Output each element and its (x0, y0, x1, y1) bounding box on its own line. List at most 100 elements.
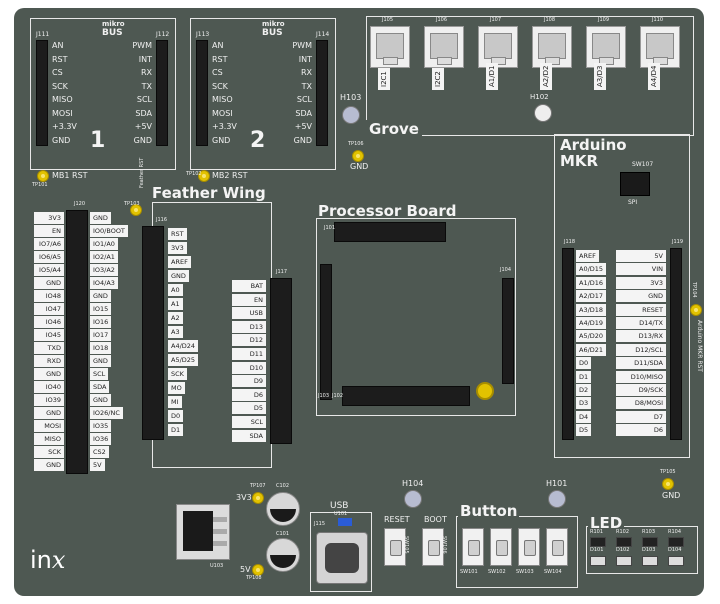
j117-ref: J117 (276, 269, 288, 275)
grove-connector-2[interactable] (478, 26, 518, 68)
mb2-left-label-2: CS (212, 68, 223, 77)
h104-label: H104 (402, 479, 424, 488)
j120-right-label-12: SCL (90, 368, 109, 380)
j117-label-7: D9 (232, 375, 266, 388)
j118-label-6: A5/D20 (576, 330, 607, 343)
mb1-right-label-7: GND (133, 135, 152, 145)
feather-rst-testpoint[interactable] (130, 204, 142, 216)
mb2-left-label-5: MOSI (212, 108, 233, 118)
j120-left-label-1: EN (34, 225, 64, 237)
led-1 (590, 556, 606, 566)
mb2-left-label-4: MISO (212, 95, 233, 104)
mb1-right-label-0: PWM (132, 41, 152, 50)
j118-label-8: D0 (576, 357, 592, 370)
reset-label: RESET (384, 515, 410, 524)
gnd-testpoint-tp105[interactable] (662, 478, 674, 490)
j120-left-label-16: MOSI (34, 420, 64, 432)
reset-button[interactable] (384, 528, 406, 566)
grove-connector-5[interactable] (640, 26, 680, 68)
j120-left-label-10: TXD (34, 342, 64, 354)
resistor-ref-0: R101 (590, 529, 604, 535)
j120-left-label-4: IO5/A4 (34, 264, 64, 276)
j119-label-7: D12/SCL (616, 343, 666, 356)
user-button-1[interactable] (462, 528, 484, 566)
j117-label-0: BAT (232, 280, 266, 292)
tp105-gnd-label: GND (662, 491, 681, 500)
button-ref-1: SW102 (488, 569, 506, 575)
j103-ref: J103 (318, 393, 330, 399)
j116-label-14: D1 (168, 424, 184, 436)
button-ref-3: SW104 (544, 569, 562, 575)
arduino-mkr-title-1: Arduino (558, 136, 629, 154)
led-ref-3: D104 (668, 547, 682, 553)
tp105-label: TP105 (660, 469, 676, 475)
grove-connector-3[interactable] (532, 26, 572, 68)
spi-label: SPI (628, 199, 638, 206)
sw107-ref: SW107 (632, 161, 654, 168)
tp106-gnd-label: GND (350, 162, 369, 171)
j120-left-label-15: GND (34, 407, 64, 419)
j119-label-13: D6 (616, 424, 666, 437)
grove-label-3: A2/D2 (540, 62, 552, 90)
processor-board-title: Processor Board (318, 202, 457, 220)
j117-label-11: SDA (232, 429, 266, 442)
usb-c-connector[interactable] (316, 532, 368, 584)
j119-label-1: VIN (616, 263, 666, 276)
resistor-1 (590, 537, 606, 547)
h103-label: H103 (340, 93, 362, 102)
mkr-rst-testpoint[interactable] (690, 304, 702, 316)
button-ref-2: SW103 (516, 569, 534, 575)
j117-label-3: D13 (232, 320, 266, 333)
j117-label-4: D12 (232, 334, 266, 347)
arduino-mkr-outline (554, 134, 690, 458)
3v3-testpoint-tp107[interactable] (252, 492, 264, 504)
j116-label-9: A5/D25 (168, 354, 199, 366)
j120-right-label-4: IO3/A2 (90, 264, 118, 276)
j119-label-0: 5V (616, 250, 666, 262)
tp102-label: TP102 (186, 171, 202, 177)
user-button-4[interactable] (546, 528, 568, 566)
j118-label-1: A0/D15 (576, 263, 607, 276)
gnd-testpoint-tp106[interactable] (352, 150, 364, 162)
boot-button[interactable] (422, 528, 444, 566)
grove-connector-0[interactable] (370, 26, 410, 68)
j118-label-7: A6/D21 (576, 343, 607, 356)
j118-label-10: D2 (576, 384, 592, 396)
grove-connector-4[interactable] (586, 26, 626, 68)
h101-label: H101 (546, 479, 568, 488)
j120-left-label-6: IO48 (34, 290, 64, 302)
usb-title: USB (328, 501, 351, 511)
mikrobus-1-rst-label: MB1 RST (52, 171, 88, 180)
j120-left-label-19: GND (34, 459, 64, 471)
j116-label-13: D0 (168, 410, 184, 422)
led-ref-2: D103 (642, 547, 656, 553)
grove-label-0: I2C1 (378, 68, 390, 90)
grove-ref-1: J106 (436, 17, 448, 23)
sw105-ref: SW105 (403, 536, 409, 554)
j120-right-label-0: GND (90, 212, 111, 224)
j119-label-11: D8/MOSI (616, 397, 666, 410)
spi-dip-switch[interactable] (620, 172, 650, 196)
j120-left-label-11: RXD (34, 355, 64, 367)
tp104-label: TP104 (691, 282, 697, 298)
grove-ref-4: J109 (598, 17, 610, 23)
grove-connector-1[interactable] (424, 26, 464, 68)
user-button-3[interactable] (518, 528, 540, 566)
mikrobus-2-rst-testpoint[interactable] (198, 170, 210, 182)
tp107-label: TP107 (250, 483, 266, 489)
5v-testpoint-tp108[interactable] (252, 564, 264, 576)
j120-left-label-2: IO7/A6 (34, 238, 64, 250)
5v-label: 5V (240, 565, 251, 574)
u103-ref: U103 (210, 563, 224, 569)
j117-label-6: D10 (232, 361, 266, 374)
j120-right-label-14: GND (90, 394, 111, 406)
grove-ref-5: J110 (652, 17, 664, 23)
mikrobus-1-rst-testpoint[interactable] (37, 170, 49, 182)
j118-label-5: A4/D19 (576, 317, 607, 329)
user-button-2[interactable] (490, 528, 512, 566)
tp101-label: TP101 (32, 182, 48, 188)
j101-ref: J101 (324, 225, 336, 231)
resistor-4 (668, 537, 684, 547)
j118-header (562, 248, 574, 440)
j120-right-label-10: IO18 (90, 342, 112, 354)
